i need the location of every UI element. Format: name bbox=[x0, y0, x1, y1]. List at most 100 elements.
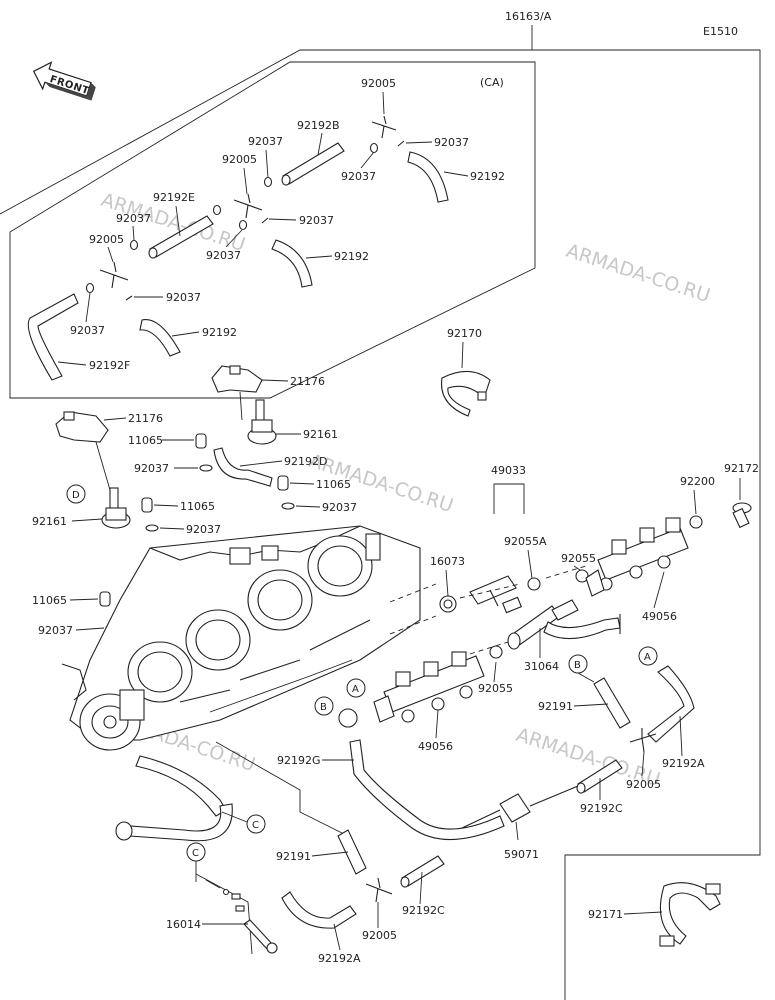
callout-92005: 92005 bbox=[626, 778, 661, 791]
ref-c-circle bbox=[246, 814, 266, 834]
ref-d-circle-3 bbox=[338, 708, 358, 728]
ring-92055-b bbox=[489, 645, 503, 659]
callout-92191: 92191 bbox=[276, 850, 311, 863]
hose-92192D bbox=[213, 447, 273, 487]
leader-92192B bbox=[317, 132, 323, 156]
leader-92171 bbox=[623, 911, 663, 915]
leader-ref-b-2 bbox=[577, 672, 595, 683]
leader-92037-e bbox=[268, 218, 297, 221]
ring-92055-a bbox=[575, 569, 589, 583]
leader-92037-j bbox=[295, 505, 321, 508]
ref-d-circle bbox=[66, 484, 86, 504]
sensor-21176-left bbox=[55, 411, 111, 491]
leader-92037-b bbox=[405, 141, 433, 144]
leader-92037-d bbox=[132, 225, 135, 241]
callout-16073: 16073 bbox=[430, 555, 465, 568]
injector-49033 bbox=[469, 575, 523, 614]
callout-92192F: 92192F bbox=[89, 359, 130, 372]
t-fitting-92005-top bbox=[371, 115, 397, 139]
ref-b-circle bbox=[314, 696, 334, 716]
dash-31064 bbox=[469, 641, 509, 655]
valve-59071 bbox=[461, 785, 579, 841]
leader-92037-l bbox=[75, 627, 105, 631]
hose-92192F bbox=[27, 293, 79, 381]
hose-92192E bbox=[148, 215, 214, 259]
ref-a-circle bbox=[346, 678, 366, 698]
washer-92200 bbox=[689, 515, 703, 529]
delivery-pipe-49056-upper bbox=[585, 517, 689, 597]
callout-21176: 21176 bbox=[290, 375, 325, 388]
leader-92037-c bbox=[360, 151, 375, 169]
clip-92170-tab bbox=[477, 391, 487, 401]
ref-b-label: B bbox=[320, 702, 327, 713]
ref-d-label: D bbox=[72, 490, 80, 501]
t-fitting-92005-right bbox=[629, 728, 657, 753]
clip-92037-k bbox=[145, 524, 159, 532]
t-fitting-92005-bottom bbox=[365, 877, 393, 903]
callout-92055: 92055 bbox=[561, 552, 596, 565]
leader-92055A bbox=[527, 549, 533, 579]
ring-16073-inner bbox=[443, 599, 453, 609]
callout-92005: 92005 bbox=[222, 153, 257, 166]
callout-92161: 92161 bbox=[32, 515, 67, 528]
hose-92192A-b bbox=[281, 891, 357, 929]
hose-c-end bbox=[115, 821, 133, 841]
leader-92037-h bbox=[85, 292, 91, 323]
callout-92037: 92037 bbox=[206, 249, 241, 262]
ref-a-label-2: A bbox=[644, 652, 651, 663]
idle-screw-16014 bbox=[205, 879, 278, 954]
cap-11065-c bbox=[141, 497, 153, 513]
leader-92192E bbox=[175, 205, 181, 237]
callout-92192A: 92192A bbox=[662, 757, 705, 770]
hose-92192-top bbox=[407, 151, 449, 203]
callout-11065: 11065 bbox=[180, 500, 215, 513]
leader-92055-b bbox=[493, 661, 497, 683]
callout-59071: 59071 bbox=[504, 848, 539, 861]
callout-49033: 49033 bbox=[491, 464, 526, 477]
sensor-92161-right bbox=[247, 399, 277, 445]
leader-92192-b bbox=[305, 255, 333, 259]
callout-92171: 92171 bbox=[588, 908, 623, 921]
callout-92037: 92037 bbox=[70, 324, 105, 337]
leader-92192-a bbox=[443, 171, 469, 177]
ref-a-label: A bbox=[352, 684, 359, 695]
callout-49056: 49056 bbox=[418, 740, 453, 753]
clip-92037-i bbox=[199, 464, 213, 472]
hose-c-fitting bbox=[129, 803, 233, 842]
ref-c-label: C bbox=[252, 820, 259, 831]
hose-92192B bbox=[281, 142, 345, 186]
bolt-92172 bbox=[732, 502, 752, 529]
sensor-92161-left bbox=[101, 487, 131, 529]
leader-92200 bbox=[693, 489, 697, 515]
leader-21176-b bbox=[103, 417, 127, 421]
callout-92192: 92192 bbox=[202, 326, 237, 339]
throttle-body-assembly bbox=[61, 525, 421, 751]
sensor-21176-right bbox=[211, 365, 263, 421]
ref-a-circle-2 bbox=[638, 646, 658, 666]
callout-92192: 92192 bbox=[470, 170, 505, 183]
delivery-pipe-49056-lower bbox=[373, 651, 485, 723]
leader-92192D bbox=[239, 460, 283, 467]
watermark-1: ARMADA-CO.RU bbox=[563, 240, 712, 307]
callout-92005: 92005 bbox=[361, 77, 396, 90]
callout-16014: 16014 bbox=[166, 918, 201, 931]
leader-ref-lines bbox=[209, 659, 353, 713]
callout-16163A: 16163/A bbox=[505, 10, 552, 23]
t-fitting-92005-left bbox=[99, 261, 129, 289]
leader-bracket-lower bbox=[215, 741, 349, 837]
dash-16073 bbox=[459, 583, 521, 599]
hose-92192-mid bbox=[271, 239, 313, 288]
callout-92191: 92191 bbox=[538, 700, 573, 713]
diagram-code: E1510 bbox=[703, 25, 738, 38]
callout-21176: 21176 bbox=[128, 412, 163, 425]
callout-92192: 92192 bbox=[334, 250, 369, 263]
leader-92005-c bbox=[107, 246, 114, 263]
callout-92037: 92037 bbox=[166, 291, 201, 304]
callout-92192E: 92192E bbox=[153, 191, 195, 204]
leader-92192A-a bbox=[679, 715, 683, 757]
callout-92172: 92172 bbox=[724, 462, 759, 475]
cap-11065-b bbox=[277, 475, 289, 491]
hose-92191-a bbox=[593, 677, 631, 729]
hose-92192G bbox=[349, 739, 505, 841]
pipe-31064 bbox=[507, 599, 621, 650]
